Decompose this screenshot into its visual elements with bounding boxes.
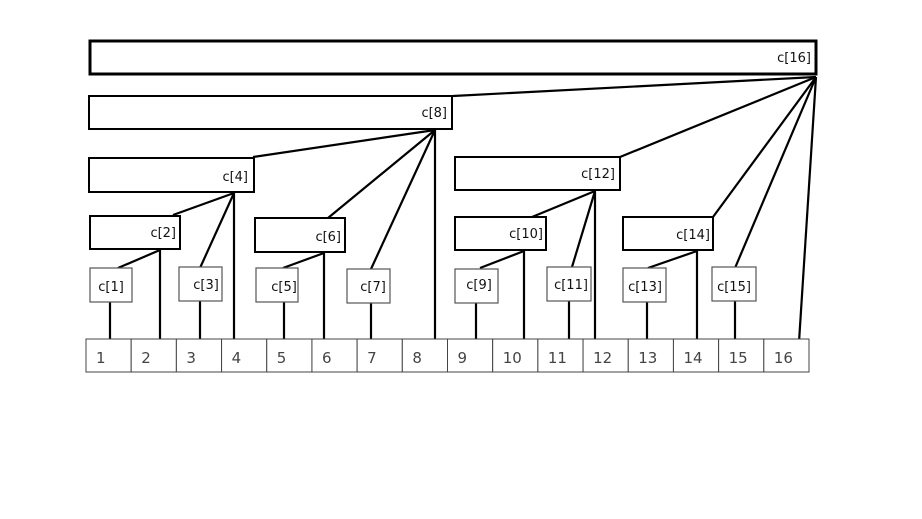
array-cell	[492, 338, 539, 373]
node-c16	[88, 39, 818, 76]
node-c4-label: c[4]	[222, 170, 248, 185]
node-c1	[89, 267, 133, 303]
edge-c2-c1	[117, 248, 161, 270]
edge-c12-c10	[531, 189, 596, 219]
node-c12	[454, 156, 621, 191]
node-c3-label: c[3]	[193, 278, 219, 293]
node-c2	[89, 215, 181, 250]
node-c14-label: c[14]	[676, 228, 710, 243]
node-c3	[178, 266, 223, 302]
array-cell-label: 7	[367, 349, 377, 367]
node-c10	[454, 216, 547, 251]
array-cell	[627, 338, 674, 373]
node-c9-label: c[9]	[466, 278, 492, 293]
node-c7	[346, 268, 391, 304]
edge-c8-c4	[252, 128, 436, 159]
edge-c16-c8	[452, 75, 817, 98]
array-cell-label: 16	[774, 349, 793, 367]
node-c12-label: c[12]	[581, 167, 615, 182]
node-c6-label: c[6]	[315, 230, 341, 245]
array-cell-label: 1	[96, 349, 106, 367]
array-cell-label: 2	[141, 349, 151, 367]
node-c16-label: c[16]	[777, 51, 811, 66]
edge-c16-c14	[712, 76, 817, 218]
node-c8	[88, 95, 453, 130]
array-cell	[175, 338, 223, 373]
array-cell-label: 13	[638, 349, 657, 367]
node-c11-label: c[11]	[554, 278, 588, 293]
array-cell-label: 6	[322, 349, 332, 367]
node-c4	[88, 157, 255, 193]
array-cell-label: 3	[186, 349, 196, 367]
array-cell	[763, 338, 810, 373]
node-c13	[622, 267, 667, 303]
edge-c16-c12	[619, 75, 817, 159]
node-c7-label: c[7]	[360, 280, 386, 295]
node-c2-label: c[2]	[150, 226, 176, 241]
edge-c16-c15	[733, 76, 818, 269]
node-c5	[255, 267, 299, 303]
edge-c12-c11	[570, 190, 597, 268]
array-cell	[718, 338, 765, 373]
node-c6	[254, 217, 346, 253]
array-cell	[221, 338, 268, 373]
array-cell-label: 14	[683, 349, 702, 367]
node-c13-label: c[13]	[628, 280, 662, 295]
array-cell-label: 8	[412, 349, 422, 367]
node-c8-label: c[8]	[421, 106, 447, 121]
array-cell	[266, 338, 313, 373]
edges	[108, 75, 818, 343]
array-cell	[447, 338, 494, 373]
node-c5-label: c[5]	[271, 280, 297, 295]
edge-c6-c5	[282, 251, 325, 270]
array-cell	[537, 338, 584, 373]
tree-nodes: c[16] c[8] c[4] c[12] c[2] c[6] c[10] c[…	[88, 39, 818, 304]
array-cell	[356, 338, 403, 373]
array-cell-label: 11	[548, 349, 567, 367]
node-c15-label: c[15]	[717, 280, 751, 295]
edge-c16-a16	[797, 76, 818, 343]
node-c14	[622, 216, 714, 251]
array-cell	[130, 338, 177, 373]
array-cell-label: 15	[729, 349, 748, 367]
array-cell-label: 12	[593, 349, 612, 367]
node-c9	[454, 268, 499, 304]
edge-c14-c13	[647, 249, 698, 270]
array-cell-label: 5	[277, 349, 287, 367]
node-c15	[711, 266, 757, 302]
array-cell	[582, 338, 629, 373]
array-cell-label: 4	[232, 349, 242, 367]
array-cell-label: 10	[503, 349, 522, 367]
array-cell	[311, 338, 358, 373]
node-c1-label: c[1]	[98, 280, 124, 295]
array-cell	[85, 338, 132, 373]
array-cell	[672, 338, 720, 373]
array-cell-label: 9	[458, 349, 468, 367]
edge-c10-c9	[479, 249, 525, 270]
edge-c8-c6	[327, 129, 436, 219]
node-c11	[546, 266, 592, 302]
edge-c8-c7	[370, 129, 436, 270]
edge-c4-c2	[172, 191, 235, 217]
edge-c4-c3	[198, 192, 236, 269]
node-c10-label: c[10]	[509, 227, 543, 242]
array-cell	[401, 338, 448, 373]
